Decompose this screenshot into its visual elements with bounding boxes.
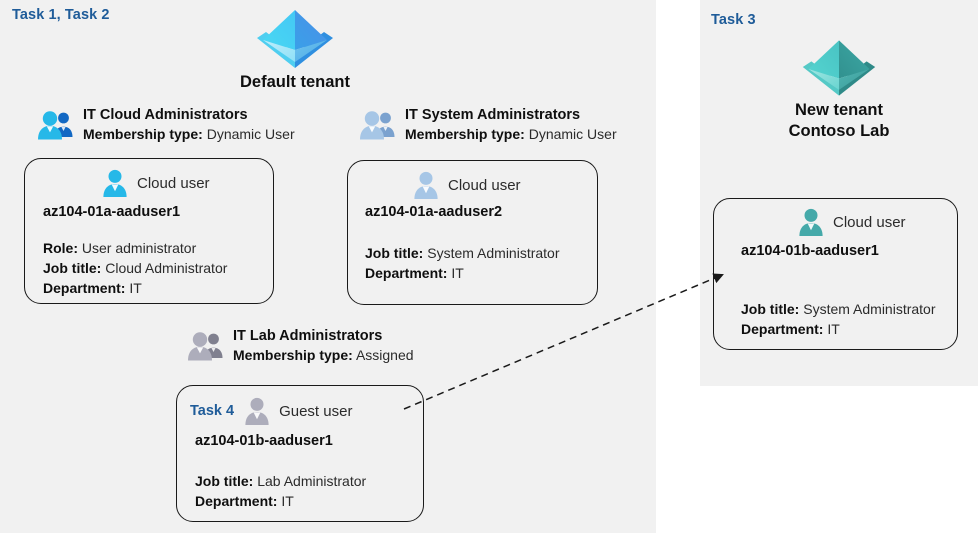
task-label-inline: Task 4 [190,403,235,419]
property-value: User administrator [81,240,197,256]
property-value: IT [281,492,294,509]
group-membership-key: Membership type: [233,347,353,364]
group-it-lab-administrators: IT Lab Administrators Membership type: A… [186,327,414,365]
property-key: Department: [43,279,126,296]
user-principal-name: az104-01b-aaduser1 [195,433,333,449]
task-label-left-panel: Task 1, Task 2 [12,7,110,23]
group-users-icon [360,111,395,140]
property-department: Department: IT [43,279,227,299]
user-card-az104-01a-aaduser1[interactable]: Cloud user az104-01a-aaduser1 Role: User… [24,158,274,304]
property-department: Department: IT [195,492,366,512]
property-value: Lab Administrator [257,473,367,489]
property-value: IT [129,279,142,296]
user-type-label: Cloud user [448,176,521,194]
user-type-label: Cloud user [137,174,210,192]
group-membership-value: Assigned [355,347,414,364]
group-name: IT Lab Administrators [233,328,383,344]
group-membership: Membership type: Dynamic User [83,125,295,143]
property-role: Role: User administrator [43,239,227,259]
user-properties: Role: User administrator Job title: Clou… [43,239,227,299]
group-it-system-administrators: IT System Administrators Membership type… [358,106,617,144]
property-job-title: Job title: System Administrator [741,300,936,320]
group-membership-value: Dynamic User [206,126,295,143]
task-label-right-panel: Task 3 [711,12,756,28]
new-tenant-name-line2: Contoso Lab [788,122,890,141]
guest-user-icon [245,397,269,425]
card-header: Task 4 Guest user [190,396,352,426]
user-principal-name: az104-01a-aaduser1 [43,204,181,220]
user-properties: Job title: System Administrator Departme… [365,244,560,284]
group-membership-value: Dynamic User [528,126,617,143]
azure-ad-tenant-icon [802,40,876,96]
group-users-icon [38,111,73,140]
user-type-label: Guest user [279,402,353,420]
user-properties: Job title: System Administrator Departme… [741,300,936,340]
property-job-title: Job title: Cloud Administrator [43,259,227,279]
group-it-cloud-administrators: IT Cloud Administrators Membership type:… [36,106,295,144]
property-key: Job title: [43,259,102,276]
group-membership-key: Membership type: [83,126,203,143]
new-tenant-name-line1: New tenant [794,101,883,119]
user-principal-name: az104-01a-aaduser2 [365,204,503,220]
property-key: Department: [741,320,824,337]
default-tenant-name: Default tenant [239,73,350,91]
cloud-user-icon [799,208,823,236]
group-membership: Membership type: Dynamic User [405,125,617,143]
property-value: System Administrator [427,245,560,261]
property-value: IT [451,264,464,281]
property-key: Job title: [365,245,424,261]
user-card-az104-01b-aaduser1-guest[interactable]: Task 4 Guest user az104-01b-aaduser1 Job… [176,385,424,522]
property-key: Job title: [741,301,800,317]
cloud-user-icon [103,169,127,197]
property-value: System Administrator [803,301,936,317]
default-tenant-block: Default tenant [224,6,366,93]
property-value: IT [827,320,840,337]
property-job-title: Job title: System Administrator [365,244,560,264]
group-name: IT Cloud Administrators [83,107,248,123]
user-card-az104-01a-aaduser2[interactable]: Cloud user az104-01a-aaduser2 Job title:… [347,160,598,305]
card-header: Cloud user [100,168,210,198]
property-key: Department: [365,264,448,281]
card-header: Cloud user [411,170,521,200]
card-header: Cloud user [796,207,906,237]
user-type-label: Cloud user [833,213,906,231]
property-job-title: Job title: Lab Administrator [195,472,366,492]
default-tenant-panel [0,0,656,533]
group-users-icon [188,332,223,361]
user-card-az104-01b-aaduser1-cloud[interactable]: Cloud user az104-01b-aaduser1 Job title:… [713,198,958,350]
group-membership: Membership type: Assigned [233,346,414,364]
property-department: Department: IT [365,264,560,284]
group-name: IT System Administrators [405,107,581,123]
azure-ad-tenant-icon [257,10,333,68]
property-value: Cloud Administrator [105,259,228,276]
user-principal-name: az104-01b-aaduser1 [741,243,879,259]
user-properties: Job title: Lab Administrator Department:… [195,472,366,512]
property-department: Department: IT [741,320,936,340]
property-key: Role: [43,240,78,256]
property-key: Department: [195,492,278,509]
property-key: Job title: [195,473,254,489]
group-membership-key: Membership type: [405,126,525,143]
new-tenant-block: New tenant Contoso Lab [768,36,910,142]
cloud-user-icon [414,171,438,199]
